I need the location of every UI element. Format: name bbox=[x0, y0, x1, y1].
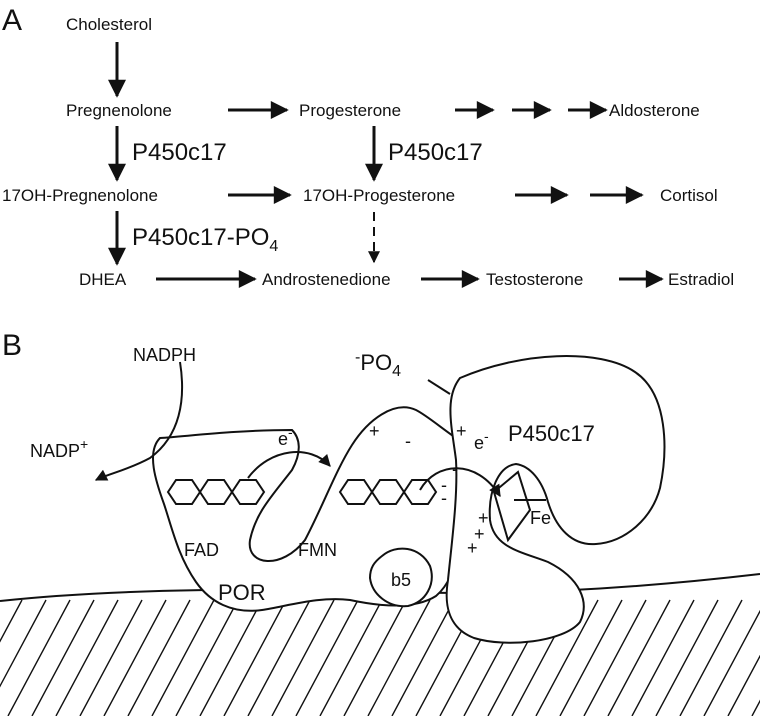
arrow-nadph-nadp bbox=[94, 361, 184, 481]
fad-label: FAD bbox=[184, 540, 219, 560]
b5-label: b5 bbox=[391, 570, 411, 590]
p450c17-protein bbox=[445, 355, 666, 644]
estradiol-label: Estradiol bbox=[668, 270, 734, 289]
p450c17-label: P450c17 bbox=[508, 421, 595, 446]
cortisol-label: Cortisol bbox=[660, 186, 718, 205]
17oh-pregnenolone-label: 17OH-Pregnenolone bbox=[2, 186, 158, 205]
nadph-label: NADPH bbox=[133, 345, 196, 365]
androstenedione-label: Androstenedione bbox=[262, 270, 391, 289]
nadp-label: NADP+ bbox=[30, 436, 88, 461]
fmn-label: FMN bbox=[298, 540, 337, 560]
e-label-left: e- bbox=[278, 424, 293, 449]
p450c17-left-label: P450c17 bbox=[132, 139, 227, 166]
charge-plus-1: + bbox=[369, 421, 380, 441]
heme-plane bbox=[492, 470, 532, 543]
p450c17-po4-label: P450c17-PO4 bbox=[132, 224, 278, 255]
17oh-progesterone-label: 17OH-Progesterone bbox=[303, 186, 455, 205]
p450c17-right-label: P450c17 bbox=[388, 139, 483, 166]
charge-plus-5: + bbox=[467, 538, 478, 558]
panel-b: B bbox=[0, 329, 760, 716]
panel-a: A Cholesterol Pregnenolone Progesterone … bbox=[2, 4, 734, 289]
panel-b-label: B bbox=[2, 329, 22, 362]
e-label-right: e- bbox=[474, 428, 489, 453]
testosterone-label: Testosterone bbox=[486, 270, 583, 289]
cholesterol-label: Cholesterol bbox=[66, 15, 152, 34]
aldosterone-label: Aldosterone bbox=[609, 101, 700, 120]
charge-plus-3: + bbox=[478, 508, 489, 528]
fmn-ring-icon bbox=[338, 479, 438, 505]
pregnenolone-label: Pregnenolone bbox=[66, 101, 172, 120]
fe-label: Fe bbox=[530, 508, 551, 528]
charge-minus-1: - bbox=[405, 431, 411, 451]
por-label: POR bbox=[218, 580, 266, 605]
b5-protein bbox=[368, 547, 433, 608]
arrow-e-fad-fmn bbox=[247, 451, 331, 479]
po4-label: -PO4 bbox=[355, 349, 401, 380]
progesterone-label: Progesterone bbox=[299, 101, 401, 120]
dhea-label: DHEA bbox=[79, 270, 127, 289]
charge-minus-4: - bbox=[441, 488, 447, 508]
charge-plus-2: + bbox=[456, 421, 467, 441]
charge-minus-2: - bbox=[452, 459, 458, 479]
charge-minus-3: - bbox=[441, 475, 447, 495]
panel-a-label: A bbox=[2, 4, 22, 37]
fad-ring-icon bbox=[166, 479, 266, 505]
po4-line bbox=[427, 379, 451, 395]
charge-plus-4: + bbox=[474, 524, 485, 544]
arrow-e-fmn-p450 bbox=[419, 467, 501, 498]
